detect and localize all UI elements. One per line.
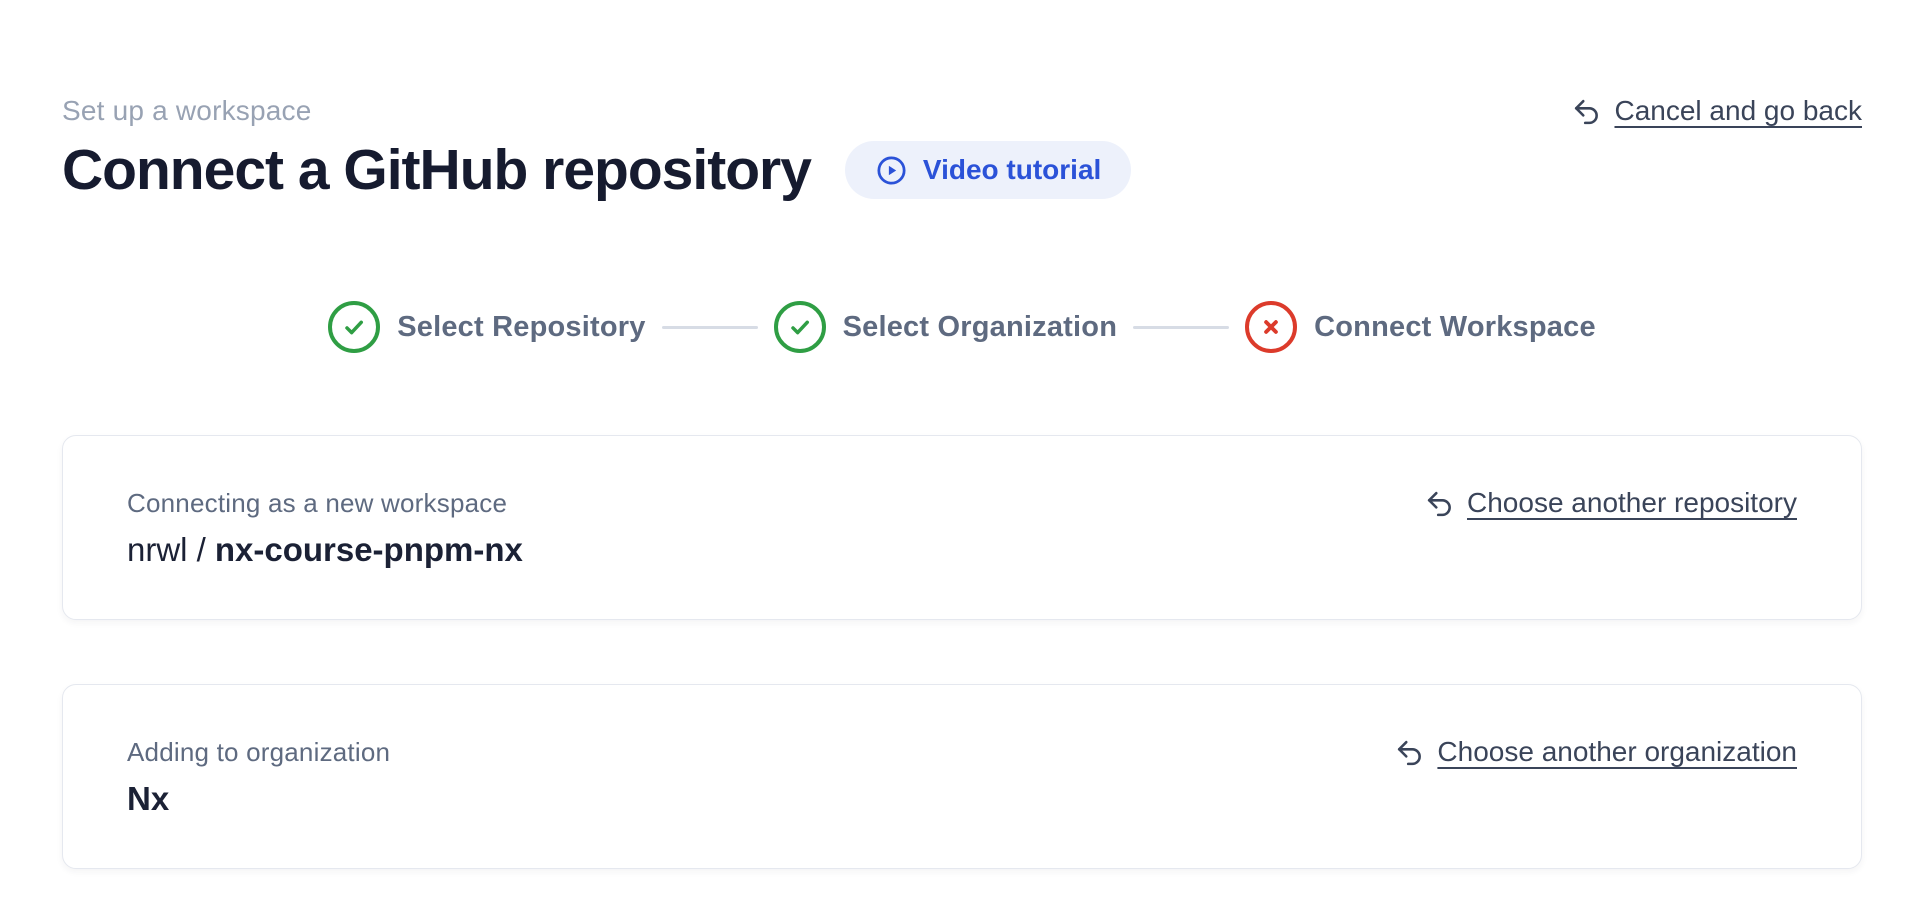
video-tutorial-button[interactable]: Video tutorial xyxy=(844,141,1132,199)
repository-name: nx-course-pnpm-nx xyxy=(214,531,523,568)
repository-card: Connecting as a new workspace nrwl /nx-c… xyxy=(62,435,1862,620)
choose-another-organization-link[interactable]: Choose another organization xyxy=(1394,735,1797,769)
organization-card: Adding to organization Nx Choose another… xyxy=(62,684,1862,869)
check-circle-icon xyxy=(328,301,381,353)
choose-another-repository-label: Choose another repository xyxy=(1467,487,1797,518)
choose-another-organization-label: Choose another organization xyxy=(1437,736,1797,767)
step-label: Connect Workspace xyxy=(1314,310,1596,343)
step-connector xyxy=(1133,325,1230,329)
header-left: Set up a workspace Connect a GitHub repo… xyxy=(62,94,1132,204)
check-circle-icon xyxy=(773,301,826,353)
stepper: Select Repository Select Organization Co… xyxy=(62,301,1862,353)
organization-card-label: Adding to organization xyxy=(127,737,391,767)
page-title: Connect a GitHub repository xyxy=(62,138,812,202)
repository-card-label: Connecting as a new workspace xyxy=(127,488,508,518)
step-connector xyxy=(661,325,758,329)
play-circle-icon xyxy=(875,154,908,187)
step-select-repository: Select Repository xyxy=(328,301,645,353)
step-select-organization: Select Organization xyxy=(773,301,1118,353)
organization-name: Nx xyxy=(127,780,170,817)
x-circle-icon xyxy=(1245,301,1298,353)
undo-icon xyxy=(1394,737,1425,768)
undo-icon xyxy=(1424,488,1455,519)
step-label: Select Repository xyxy=(397,310,646,343)
cancel-and-go-back-link[interactable]: Cancel and go back xyxy=(1571,94,1862,128)
step-label: Select Organization xyxy=(842,310,1118,343)
eyebrow-label: Set up a workspace xyxy=(62,95,312,126)
organization-card-info: Adding to organization Nx xyxy=(127,735,390,820)
undo-icon xyxy=(1571,96,1602,127)
choose-another-repository-link[interactable]: Choose another repository xyxy=(1424,486,1797,520)
repository-owner: nrwl / xyxy=(127,531,206,568)
page-header: Set up a workspace Connect a GitHub repo… xyxy=(62,94,1862,204)
repository-full-name: nrwl /nx-course-pnpm-nx xyxy=(127,529,523,571)
step-connect-workspace: Connect Workspace xyxy=(1245,301,1596,353)
video-tutorial-label: Video tutorial xyxy=(922,154,1102,185)
cancel-and-go-back-label: Cancel and go back xyxy=(1614,95,1862,126)
title-row: Connect a GitHub repository Video tutori… xyxy=(62,136,1132,204)
repository-card-info: Connecting as a new workspace nrwl /nx-c… xyxy=(127,486,523,571)
